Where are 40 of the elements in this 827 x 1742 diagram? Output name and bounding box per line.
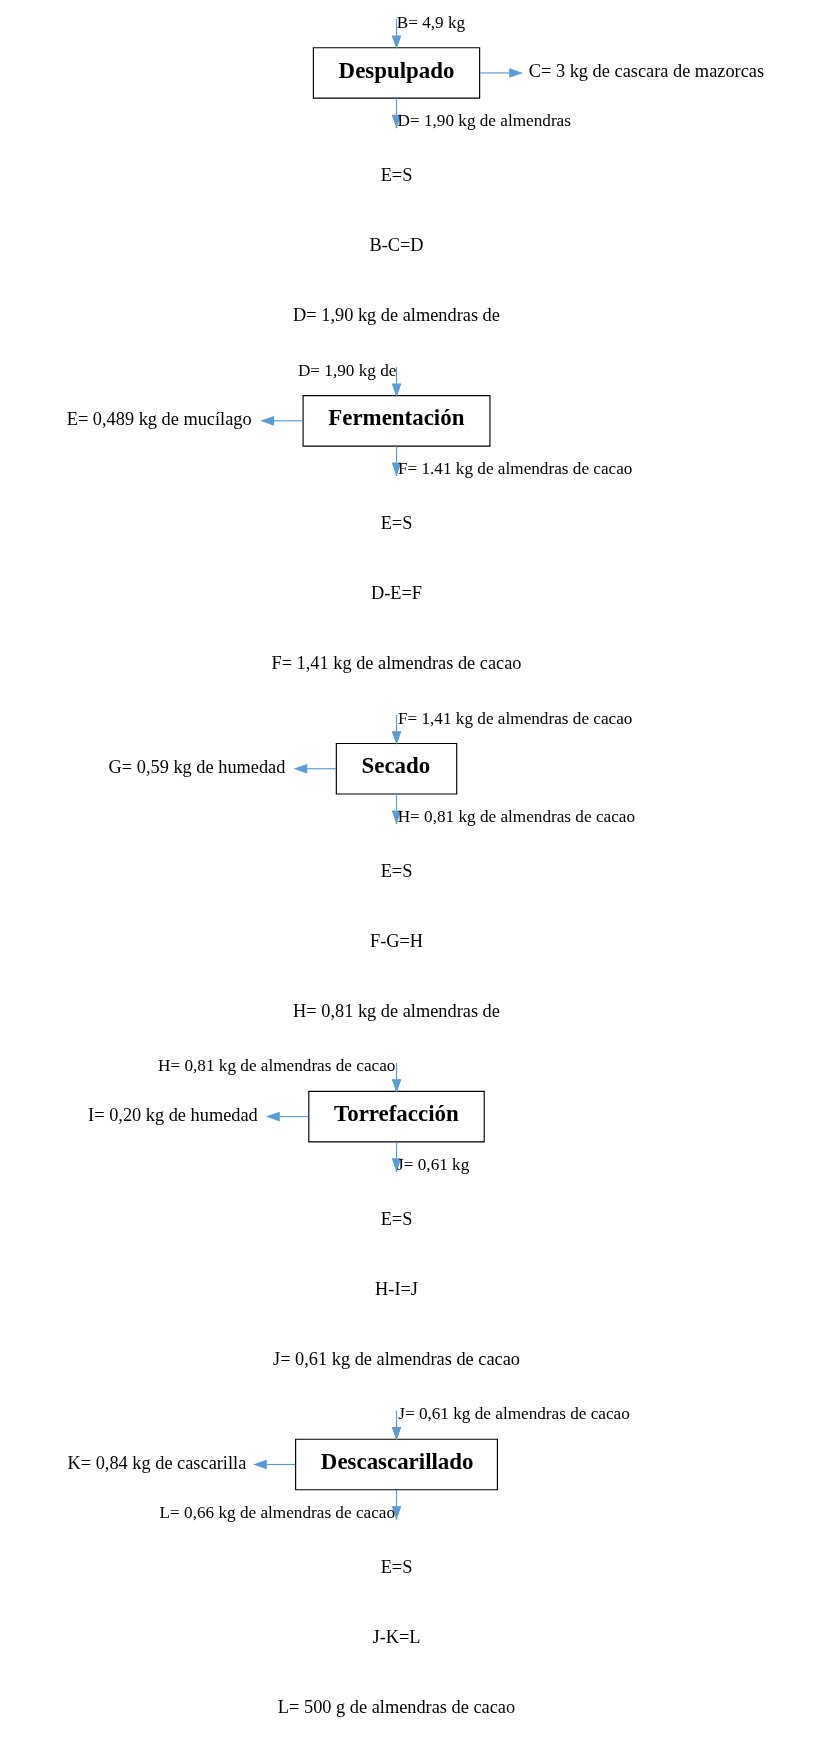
edge-label: J= 0,61 kg [396,1154,469,1174]
node-text: E= 0,489 kg de mucílago [66,408,252,429]
label: D-E=F [370,582,422,603]
edge-label: J= 0,61 kg de almendras de cacao [397,1403,630,1423]
edge-label: H= 0,81 kg de almendras de cacao [397,806,635,826]
label: H= 0,81 kg de almendras de [292,1000,500,1021]
arrow [478,67,523,78]
label: F= 1,41 kg de almendras de cacao [270,652,522,673]
edge-label: B= 4,9 kg [396,12,465,32]
node-text: I= 0,20 kg de humedad [87,1104,258,1125]
node-box: Secado [335,742,457,795]
label: H-I=J [374,1278,418,1299]
label: L= 500 g de almendras de cacao [277,1696,515,1717]
label: B-C=D [368,234,424,255]
label: D= 1,90 kg de almendras de [292,304,500,325]
node-text: K= 0,84 kg de cascarilla [67,1452,246,1473]
label: E=S [380,512,412,533]
edge-label: L= 0,66 kg de almendras de cacao [159,1502,395,1522]
edge-label: D= 1,90 kg de almendras [397,110,571,130]
label: E=S [380,164,412,185]
node-box: Fermentación [302,394,491,447]
node-text: C= 3 kg de cascara de mazorcas [528,60,764,81]
label: J-K=L [372,1626,421,1647]
label: F-G=H [369,930,423,951]
label: E=S [380,860,412,881]
arrow [292,763,337,774]
arrow [259,415,304,426]
node-box: Torrefacción [307,1090,485,1142]
label: J= 0,61 kg de almendras de cacao [272,1348,520,1369]
label: E=S [380,1556,412,1577]
edge-label: H= 0,81 kg de almendras de cacao [157,1055,395,1075]
node-text: G= 0,59 kg de humedad [108,756,285,777]
arrow [265,1111,309,1121]
edge-label: D= 1,90 kg de [297,360,396,380]
edge-label: F= 1.41 kg de almendras de cacao [397,458,632,478]
arrow [252,1459,296,1469]
node-box: Despulpado [312,46,480,99]
label: E=S [380,1208,412,1229]
node-box: Descascarillado [294,1438,498,1490]
edge-label: F= 1,41 kg de almendras de cacao [397,708,632,728]
